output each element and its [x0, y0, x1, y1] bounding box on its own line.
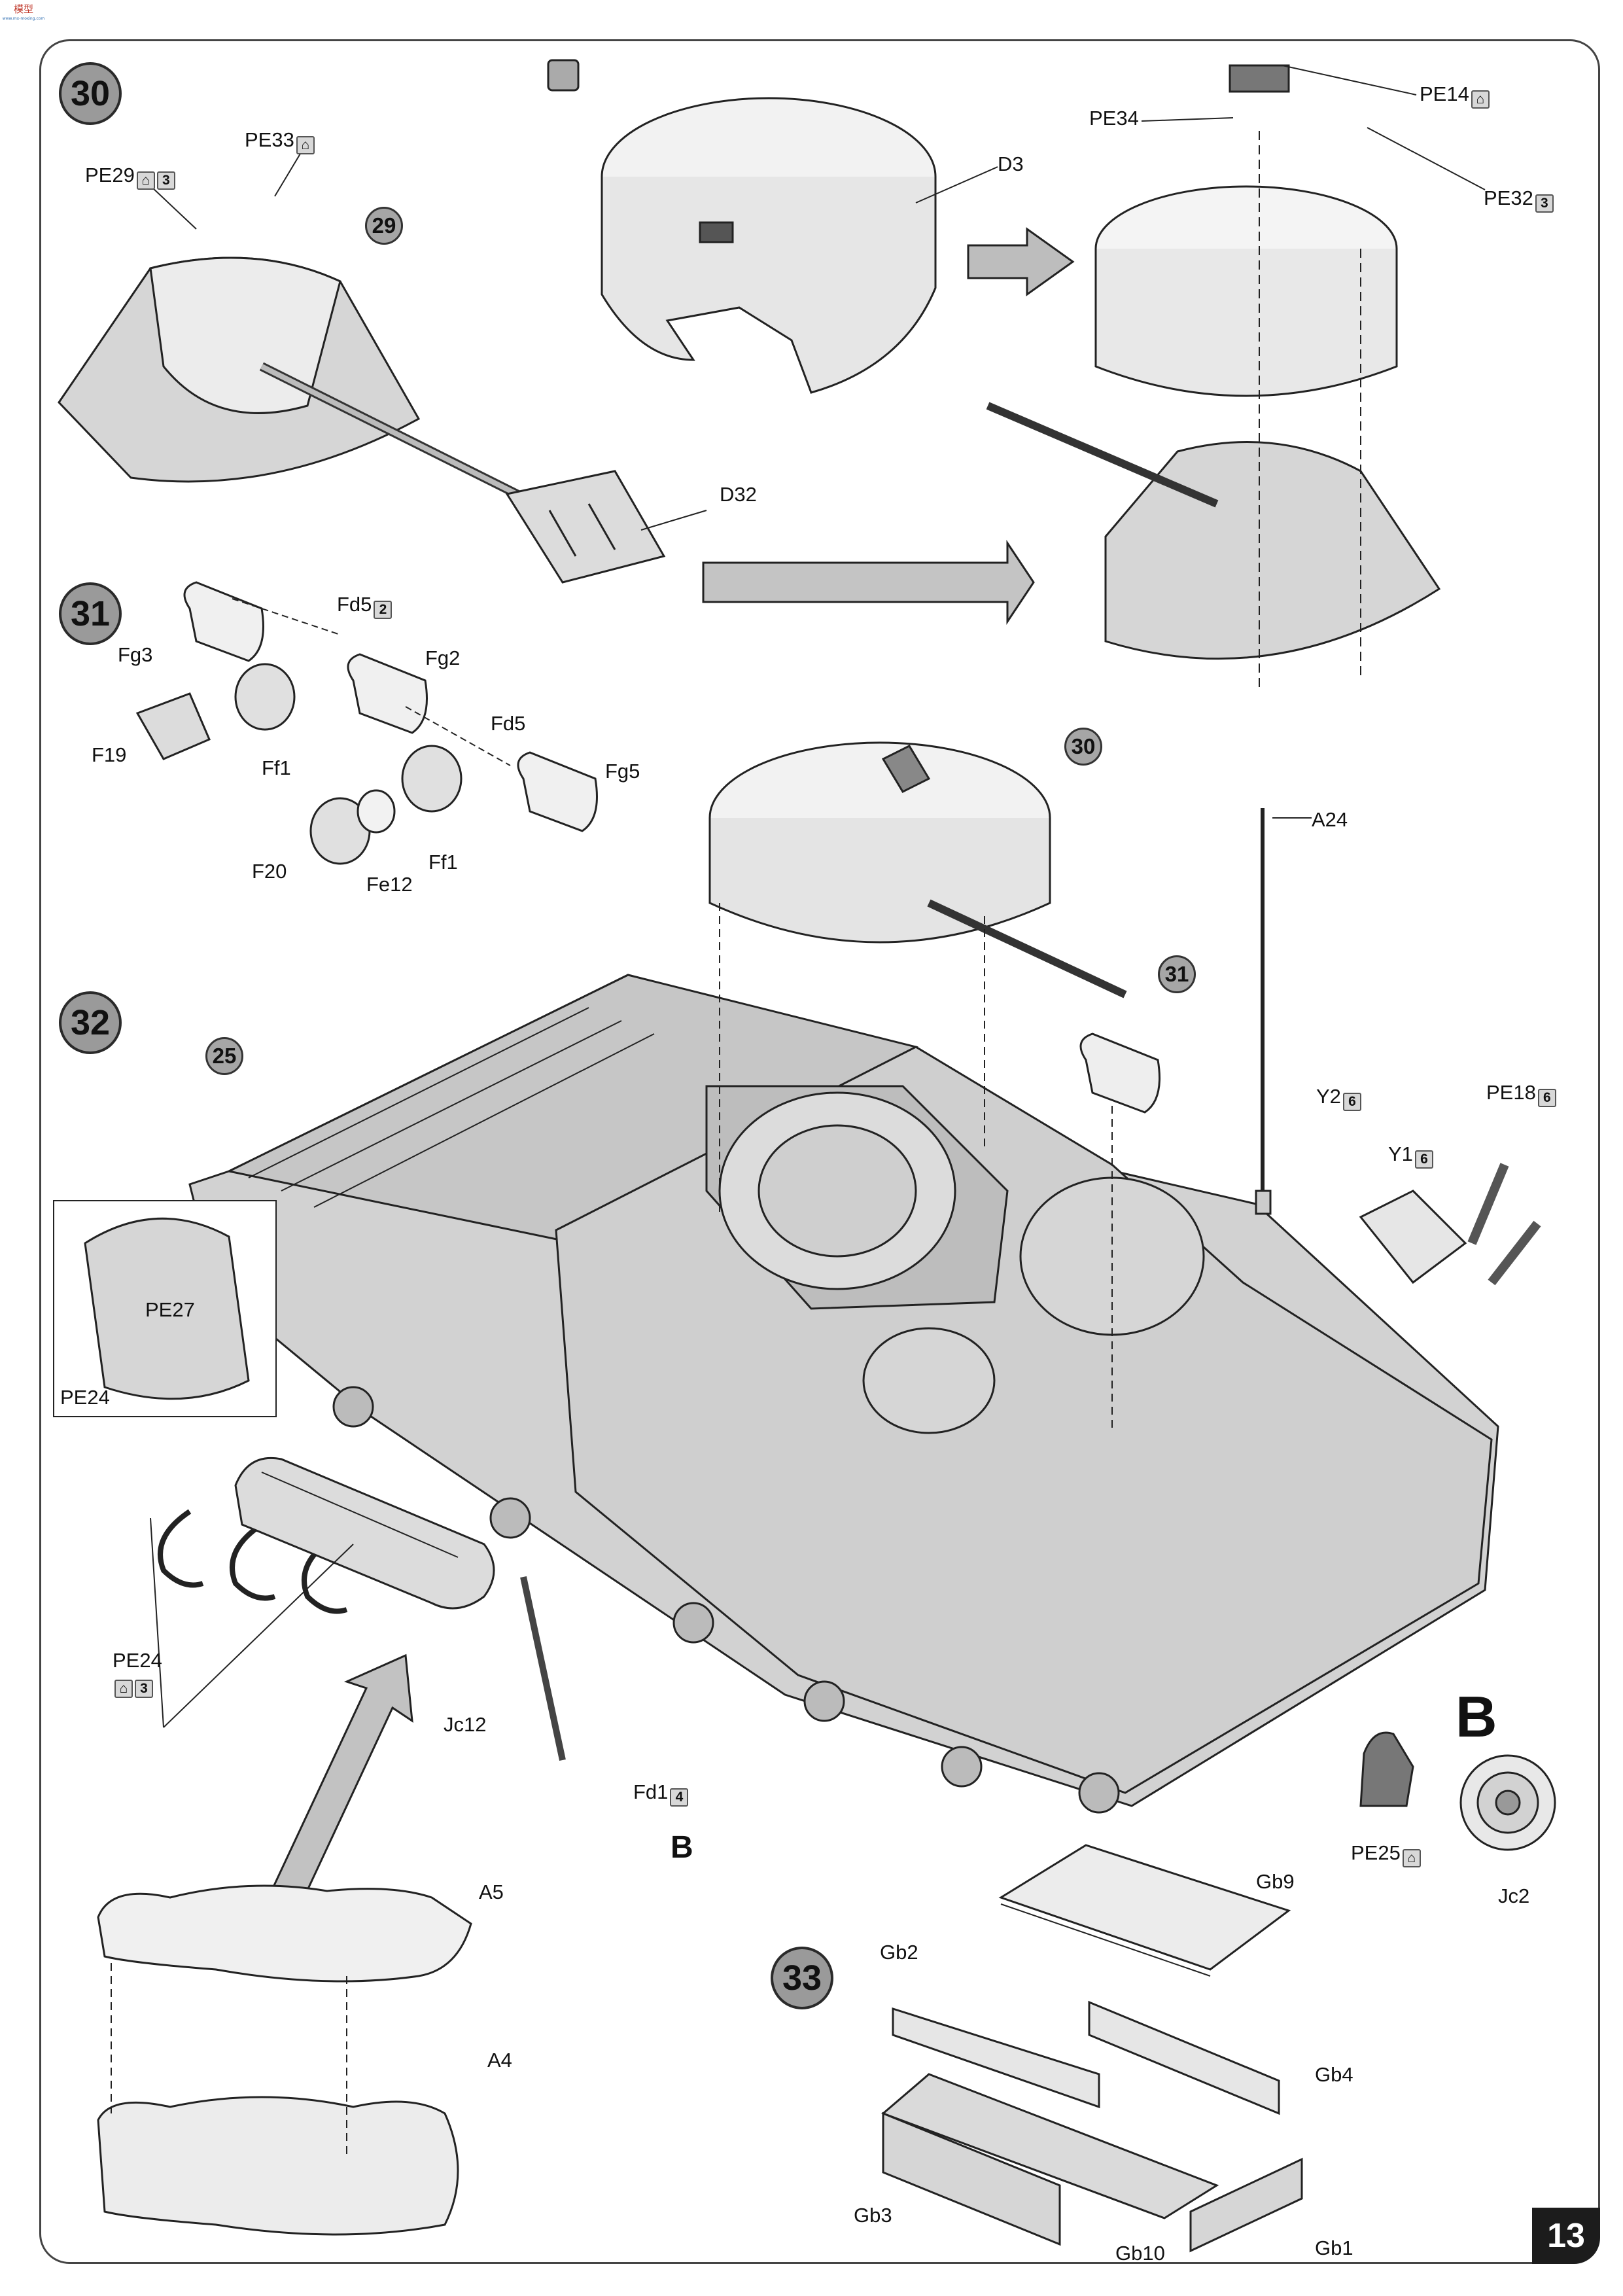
arrow-roll-to-hull: [270, 1653, 413, 1905]
photoetch-icon: ⌂: [296, 136, 315, 154]
label-ff1-b: Ff1: [428, 851, 458, 874]
step32-inset: [53, 1200, 277, 1417]
quantity-icon: 6: [1342, 1093, 1361, 1111]
label-f19: F19: [92, 743, 127, 766]
label-jc2: Jc2: [1498, 1884, 1530, 1907]
step32-basket-assembled: [1079, 1033, 1161, 1433]
label-pe27: PE27: [145, 1298, 195, 1321]
label-a4: A4: [487, 2049, 512, 2072]
quantity-icon: 4: [670, 1788, 689, 1807]
quantity-icon: 2: [374, 601, 393, 619]
label-pe14: PE14⌂: [1420, 84, 1490, 109]
label-gb10: Gb10: [1115, 2242, 1165, 2265]
label-pe24: PE24⌂3: [113, 1650, 162, 1698]
subassembly-ref-31: 31: [1158, 955, 1196, 993]
step30-mantlet-d32: [505, 470, 666, 584]
step30-turret-ring-d3: [547, 59, 937, 394]
label-pe29: PE29⌂3: [85, 165, 175, 190]
brand-logo-url: www.mx-moxing.com: [3, 16, 45, 21]
photoetch-icon: ⌂: [136, 171, 155, 190]
label-gb2: Gb2: [880, 1941, 918, 1964]
step32-turret-drop-in: [708, 741, 1127, 1217]
subassembly-ref-29: 29: [365, 207, 403, 245]
label-gb1: Gb1: [1315, 2236, 1353, 2259]
brand-logo: 模型 www.mx-moxing.com: [1, 1, 46, 21]
view-marker-b-small: B: [671, 1830, 693, 1865]
label-gb9: Gb9: [1256, 1870, 1295, 1893]
label-fd5-mid: Fd5: [491, 712, 526, 735]
label-d32: D32: [720, 483, 757, 506]
label-fg3: Fg3: [118, 643, 153, 666]
step30-turret-lower: [58, 256, 526, 502]
arrow-d3-to-turret: [967, 227, 1075, 296]
brand-logo-text: 模型: [14, 3, 33, 15]
step31-baskets: [135, 581, 598, 865]
label-fg2: Fg2: [425, 646, 461, 669]
quantity-icon: 6: [1537, 1089, 1556, 1107]
step-number-30: 30: [59, 62, 122, 125]
step33-box: [881, 1844, 1303, 2253]
subassembly-ref-25: 25: [205, 1037, 243, 1075]
subassembly-ref-30: 30: [1064, 728, 1102, 766]
photoetch-icon: ⌂: [1471, 90, 1490, 109]
label-a24: A24: [1312, 808, 1348, 831]
view-marker-b-large: B: [1456, 1684, 1497, 1749]
quantity-icon: 3: [135, 1680, 153, 1698]
quantity-icon: 6: [1414, 1150, 1433, 1169]
step32-tarp-a5-a4: [97, 1884, 472, 2236]
label-d3: D3: [998, 152, 1024, 175]
label-gb3: Gb3: [854, 2204, 892, 2227]
step30-assembled-turret: [986, 64, 1441, 687]
quantity-icon: 3: [1535, 194, 1554, 213]
label-jc12: Jc12: [444, 1713, 487, 1736]
step-number-33: 33: [771, 1947, 833, 2009]
quantity-icon: 3: [156, 171, 175, 190]
label-a5: A5: [479, 1881, 504, 1903]
label-pe34: PE34: [1089, 107, 1139, 130]
label-gb4: Gb4: [1315, 2063, 1353, 2086]
step32-antenna-a24: [1255, 808, 1272, 1215]
arrow-step30-to-assembled: [702, 540, 1035, 625]
photoetch-icon: ⌂: [114, 1680, 133, 1698]
road-wheels: [332, 1386, 1120, 1814]
label-fe12: Fe12: [366, 873, 413, 896]
step-number-32: 32: [59, 991, 122, 1054]
label-ff1-a: Ff1: [262, 756, 291, 779]
label-fg5: Fg5: [605, 760, 640, 783]
page-frame: [39, 39, 1600, 2264]
label-f20: F20: [252, 860, 287, 883]
label-pe24-inset: PE24: [60, 1386, 110, 1409]
detail-b-pe25-jc2: [1359, 1731, 1556, 1851]
page-number: 13: [1532, 2208, 1600, 2264]
step-number-31: 31: [59, 582, 122, 645]
photoetch-icon: ⌂: [1402, 1849, 1421, 1867]
step32-stowage-roll: [234, 1457, 495, 1610]
step32-hull: [188, 974, 1499, 1814]
label-pe25: PE25⌂: [1351, 1843, 1421, 1867]
step32-jc12-rod: [520, 1576, 566, 1761]
step32-tow-parts: [1359, 1163, 1541, 1286]
label-pe33: PE33⌂: [245, 130, 315, 154]
